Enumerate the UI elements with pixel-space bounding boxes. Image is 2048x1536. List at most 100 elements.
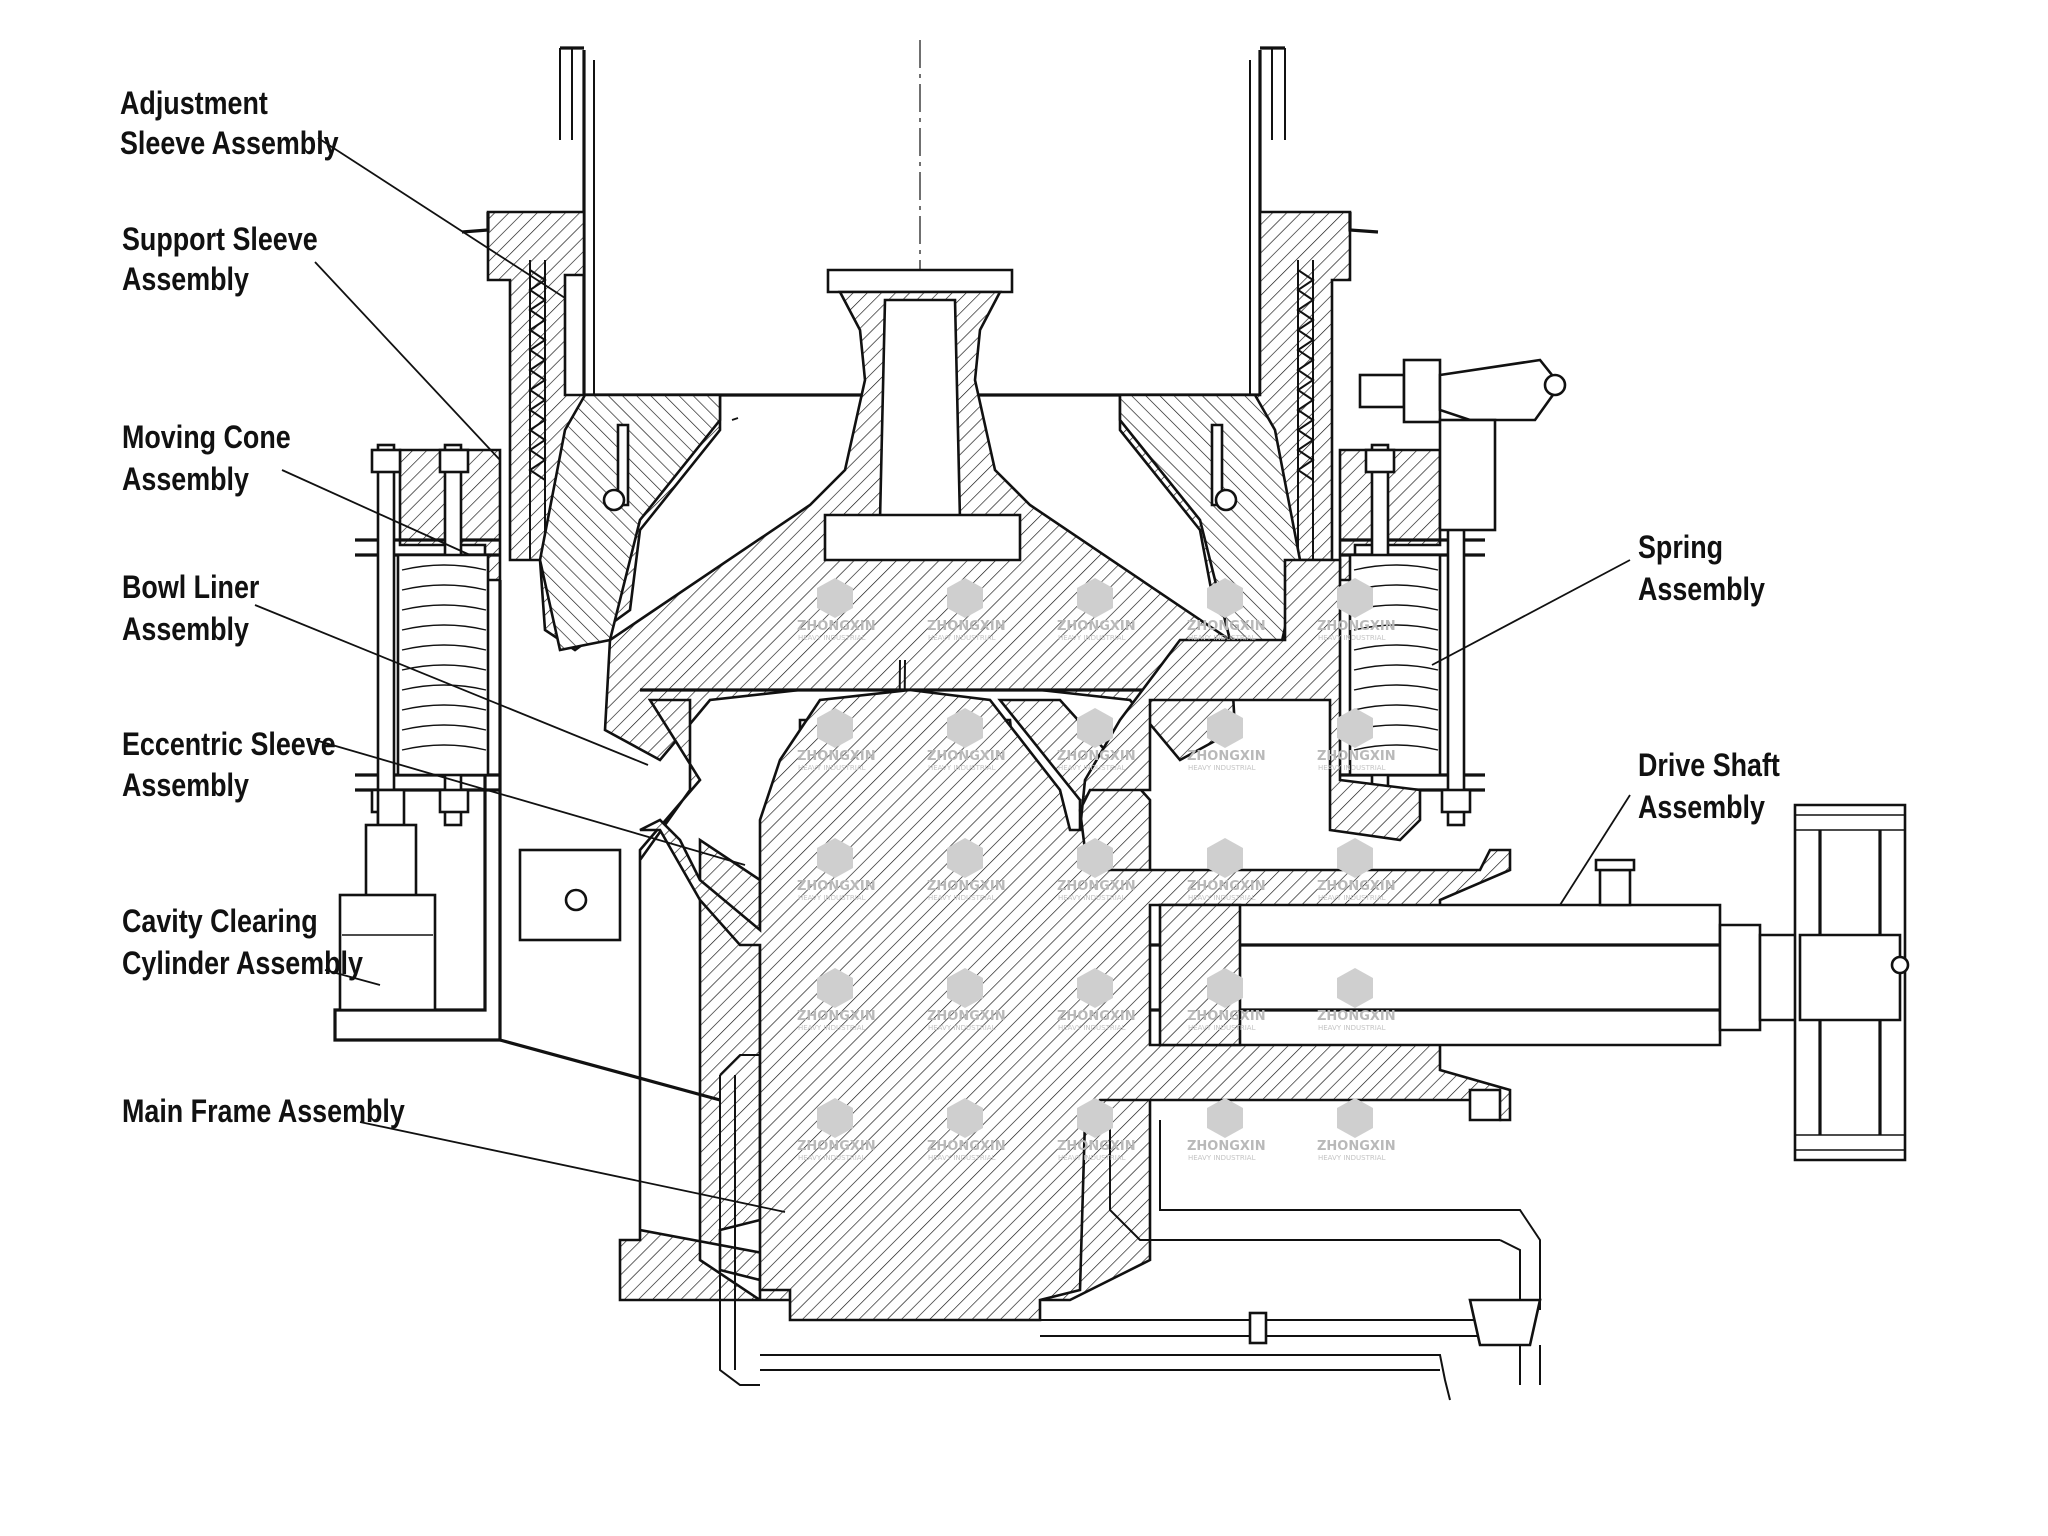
watermark-subtitle: HEAVY INDUSTRIAL: [1188, 764, 1256, 772]
watermark-name: ZHONGXIN: [1187, 879, 1266, 894]
spring-left: [370, 443, 490, 827]
label-adjustment-sleeve-line1: Adjustment: [120, 86, 268, 122]
watermark-subtitle: HEAVY INDUSTRIAL: [1318, 894, 1386, 902]
label-main-frame: Main Frame Assembly: [122, 1094, 405, 1130]
label-drive-shaft-line1: Drive Shaft: [1638, 748, 1780, 784]
watermark-name: ZHONGXIN: [927, 1009, 1006, 1024]
bowl-liner: [538, 393, 1302, 652]
watermark-name: ZHONGXIN: [1317, 1009, 1396, 1024]
watermark-icon: [947, 838, 983, 878]
watermark-subtitle: HEAVY INDUSTRIAL: [1188, 1024, 1256, 1032]
watermark-name: ZHONGXIN: [1187, 749, 1266, 764]
watermark-subtitle: HEAVY INDUSTRIAL: [1188, 894, 1256, 902]
watermark-icon: [817, 838, 853, 878]
component-labels: Adjustment Sleeve Assembly Support Sleev…: [120, 86, 1780, 1130]
watermark-subtitle: HEAVY INDUSTRIAL: [1318, 634, 1386, 642]
moving-cone: [603, 268, 1237, 762]
watermark-name: ZHONGXIN: [927, 749, 1006, 764]
watermark-icon: [1077, 1098, 1113, 1138]
label-support-sleeve-line1: Support Sleeve: [122, 222, 318, 258]
leader-lines: [254, 137, 1631, 1213]
watermark-subtitle: HEAVY INDUSTRIAL: [1058, 1024, 1126, 1032]
watermark-name: ZHONGXIN: [1317, 1139, 1396, 1154]
leader-bowl-liner: [254, 604, 649, 766]
leader-spring: [1431, 559, 1631, 666]
watermark-icon: [947, 578, 983, 618]
label-eccentric-sleeve-line1: Eccentric Sleeve: [122, 727, 336, 763]
watermark-name: ZHONGXIN: [927, 619, 1006, 634]
leader-eccentric-sleeve: [314, 739, 746, 866]
watermark-name: ZHONGXIN: [797, 1139, 876, 1154]
label-bowl-liner-line1: Bowl Liner: [122, 570, 260, 606]
watermark-icon: [1077, 968, 1113, 1008]
watermark-name: ZHONGXIN: [1317, 879, 1396, 894]
watermark-subtitle: HEAVY INDUSTRIAL: [928, 764, 996, 772]
watermark-name: ZHONGXIN: [1057, 879, 1136, 894]
watermark-icon: [1337, 968, 1373, 1008]
watermark-name: ZHONGXIN: [797, 749, 876, 764]
watermark-icon: [1077, 578, 1113, 618]
leader-cavity-clearing: [324, 969, 381, 986]
label-eccentric-sleeve-line2: Assembly: [122, 768, 249, 804]
label-moving-cone-line2: Assembly: [122, 462, 249, 498]
watermark-subtitle: HEAVY INDUSTRIAL: [1058, 764, 1126, 772]
leader-main-frame: [359, 1121, 786, 1213]
watermark-name: ZHONGXIN: [1187, 619, 1266, 634]
label-moving-cone-line1: Moving Cone: [122, 420, 291, 456]
watermark-subtitle: HEAVY INDUSTRIAL: [798, 894, 866, 902]
label-drive-shaft-line2: Assembly: [1638, 790, 1765, 826]
watermark-subtitle: HEAVY INDUSTRIAL: [1058, 1154, 1126, 1162]
label-spring-line2: Assembly: [1638, 572, 1765, 608]
watermark-subtitle: HEAVY INDUSTRIAL: [928, 894, 996, 902]
watermark-name: ZHONGXIN: [927, 879, 1006, 894]
leader-moving-cone: [281, 469, 471, 556]
cavity-clearing-cylinder: [338, 788, 437, 1012]
watermark-subtitle: HEAVY INDUSTRIAL: [1188, 1154, 1256, 1162]
watermark-subtitle: HEAVY INDUSTRIAL: [1318, 1024, 1386, 1032]
watermark-icon: [1337, 708, 1373, 748]
watermark-icon: [817, 578, 853, 618]
watermark-subtitle: HEAVY INDUSTRIAL: [928, 1024, 996, 1032]
watermark-subtitle: HEAVY INDUSTRIAL: [1318, 764, 1386, 772]
watermark-subtitle: HEAVY INDUSTRIAL: [798, 634, 866, 642]
leader-adjustment-sleeve: [317, 137, 566, 299]
watermark-icon: [947, 708, 983, 748]
watermark-icon: [1337, 1098, 1373, 1138]
watermark-icon: [1337, 838, 1373, 878]
watermark-name: ZHONGXIN: [1057, 619, 1136, 634]
label-adjustment-sleeve-line2: Sleeve Assembly: [120, 126, 339, 162]
watermark-icon: [1077, 708, 1113, 748]
watermark-name: ZHONGXIN: [1187, 1139, 1266, 1154]
label-support-sleeve-line2: Assembly: [122, 262, 249, 298]
watermark-name: ZHONGXIN: [1317, 749, 1396, 764]
watermark-name: ZHONGXIN: [797, 879, 876, 894]
watermark-name: ZHONGXIN: [1057, 1139, 1136, 1154]
watermark-icon: [1207, 1098, 1243, 1138]
watermark-icon: [1077, 838, 1113, 878]
watermark-subtitle: HEAVY INDUSTRIAL: [798, 764, 866, 772]
main-frame: [333, 558, 1512, 1322]
label-spring-line1: Spring: [1638, 530, 1723, 566]
watermark-name: ZHONGXIN: [797, 1009, 876, 1024]
watermark-subtitle: HEAVY INDUSTRIAL: [928, 634, 996, 642]
watermark-icon: [1207, 708, 1243, 748]
watermark-icon: [1207, 838, 1243, 878]
leader-support-sleeve: [314, 261, 501, 461]
